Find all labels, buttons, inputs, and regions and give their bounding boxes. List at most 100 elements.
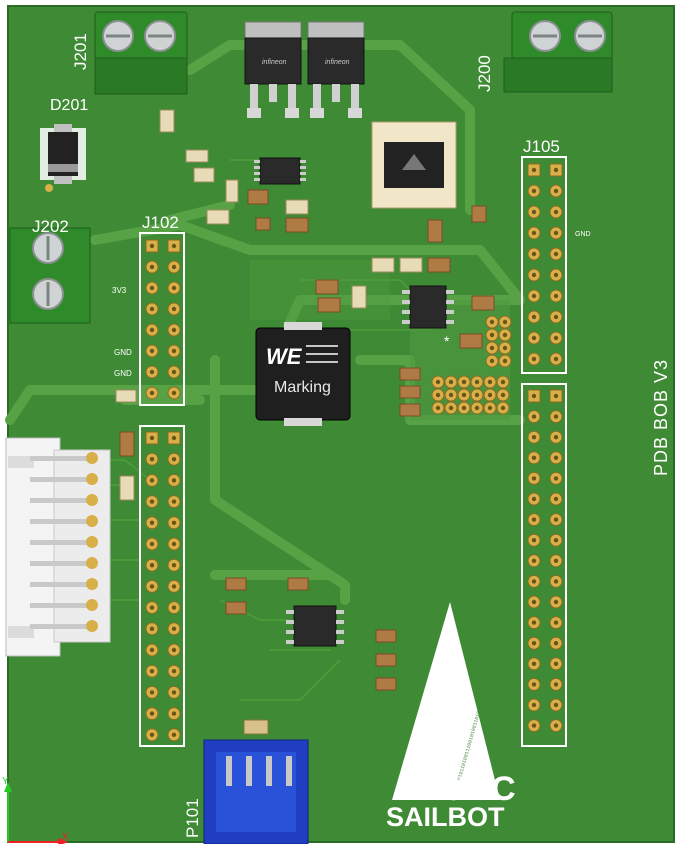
pad-hole <box>500 379 506 385</box>
pad-hole <box>149 369 155 375</box>
pad-hole <box>171 541 177 547</box>
j202-terminal-block <box>9 227 91 324</box>
pad-hole <box>531 599 537 605</box>
p101-label: P101 <box>183 798 202 838</box>
d201-diode <box>40 124 86 184</box>
j200-label: J200 <box>475 55 494 92</box>
connector-pin-pad <box>86 578 98 590</box>
pad-hole <box>149 605 155 610</box>
pin-label-3v3: 3V3 <box>112 286 127 295</box>
pad-hole <box>149 584 155 589</box>
pad-hole <box>531 579 537 584</box>
j102-label: J102 <box>142 213 179 232</box>
pad-hole <box>553 414 559 419</box>
pad-hole <box>171 306 177 312</box>
pad-hole <box>149 435 155 441</box>
connector-pin-pad <box>86 620 98 632</box>
board-version-text: PDB BOB V3 <box>651 359 671 476</box>
pad-hole <box>171 690 177 695</box>
pad-hole <box>461 392 467 398</box>
pad-hole <box>531 314 537 320</box>
connector-pin <box>30 477 92 482</box>
pad-hole <box>500 392 506 398</box>
pad-hole <box>149 327 155 333</box>
j105-upper-outline <box>521 156 567 374</box>
pad-hole <box>553 335 559 341</box>
pad-hole <box>487 405 493 411</box>
connector-pin <box>30 561 92 566</box>
ic-upper <box>254 157 306 185</box>
mosfet-q1-brand: infineon <box>262 59 287 66</box>
j105-lower-outline <box>521 383 567 747</box>
power-inductor <box>371 121 457 209</box>
pad-hole <box>553 188 559 194</box>
pad-hole <box>553 579 559 584</box>
connector-pin <box>30 498 92 503</box>
side-connector-pins <box>30 452 98 632</box>
ic-middle-star: * <box>444 333 450 349</box>
pad-hole <box>461 379 467 385</box>
pad-hole <box>553 538 559 543</box>
pad-hole <box>500 405 506 411</box>
pad-hole <box>171 584 177 589</box>
pad-hole <box>461 405 467 411</box>
pad-hole <box>531 723 537 728</box>
pad-hole <box>531 682 537 687</box>
connector-pin-pad <box>86 494 98 506</box>
pad-hole <box>149 563 155 568</box>
j201-terminal-block <box>94 11 188 95</box>
pad-hole <box>171 499 177 504</box>
pad-hole <box>553 723 559 728</box>
axis-indicator <box>4 782 68 844</box>
pad-hole <box>171 478 177 483</box>
pad-hole <box>149 478 155 483</box>
j105-label: J105 <box>523 137 560 156</box>
pad-hole <box>489 345 495 351</box>
pad-hole <box>474 392 480 398</box>
pad-hole <box>489 319 495 325</box>
pad-hole <box>531 188 537 194</box>
pad-hole <box>171 520 177 525</box>
connector-pin <box>30 603 92 608</box>
pad-hole <box>553 293 559 299</box>
pcb-substrate <box>7 5 675 843</box>
smd-passives <box>115 109 495 735</box>
pad-hole <box>531 414 537 419</box>
via <box>45 184 53 192</box>
pad-hole <box>553 496 559 502</box>
ic-lower <box>286 605 344 647</box>
pad-hole <box>149 306 155 312</box>
pad-hole <box>149 711 155 716</box>
pad-hole <box>502 332 508 338</box>
pad-hole <box>171 243 177 249</box>
pad-hole <box>553 435 559 440</box>
pad-hole <box>171 605 177 610</box>
pad-hole <box>435 405 441 411</box>
pad-hole <box>171 264 177 270</box>
axis-x-label: X <box>62 832 69 843</box>
pad-hole <box>531 251 537 257</box>
pad-hole <box>531 496 537 502</box>
p101-connector <box>203 739 309 844</box>
axis-y-label: Y <box>2 776 9 787</box>
pad-hole <box>435 379 441 385</box>
pin-label-gnd: GND <box>114 348 132 357</box>
pad-hole <box>553 661 559 666</box>
pad-hole <box>489 358 495 364</box>
pad-hole <box>553 356 559 362</box>
logo-ubc: UBC <box>442 770 516 808</box>
pad-hole <box>553 209 559 215</box>
j102-lower-outline <box>139 425 185 747</box>
pad-hole <box>531 641 537 646</box>
ic-middle <box>402 285 454 329</box>
pad-hole <box>448 379 454 385</box>
j202-label: J202 <box>32 217 69 236</box>
pad-hole <box>448 392 454 398</box>
pad-hole <box>474 405 480 411</box>
pad-hole <box>531 393 537 399</box>
inductor-marking-text: Marking <box>274 379 331 396</box>
connector-pin-pad <box>86 599 98 611</box>
pin-label-gnd: GND <box>114 369 132 378</box>
pad-hole <box>487 379 493 385</box>
pad-hole <box>149 647 155 653</box>
